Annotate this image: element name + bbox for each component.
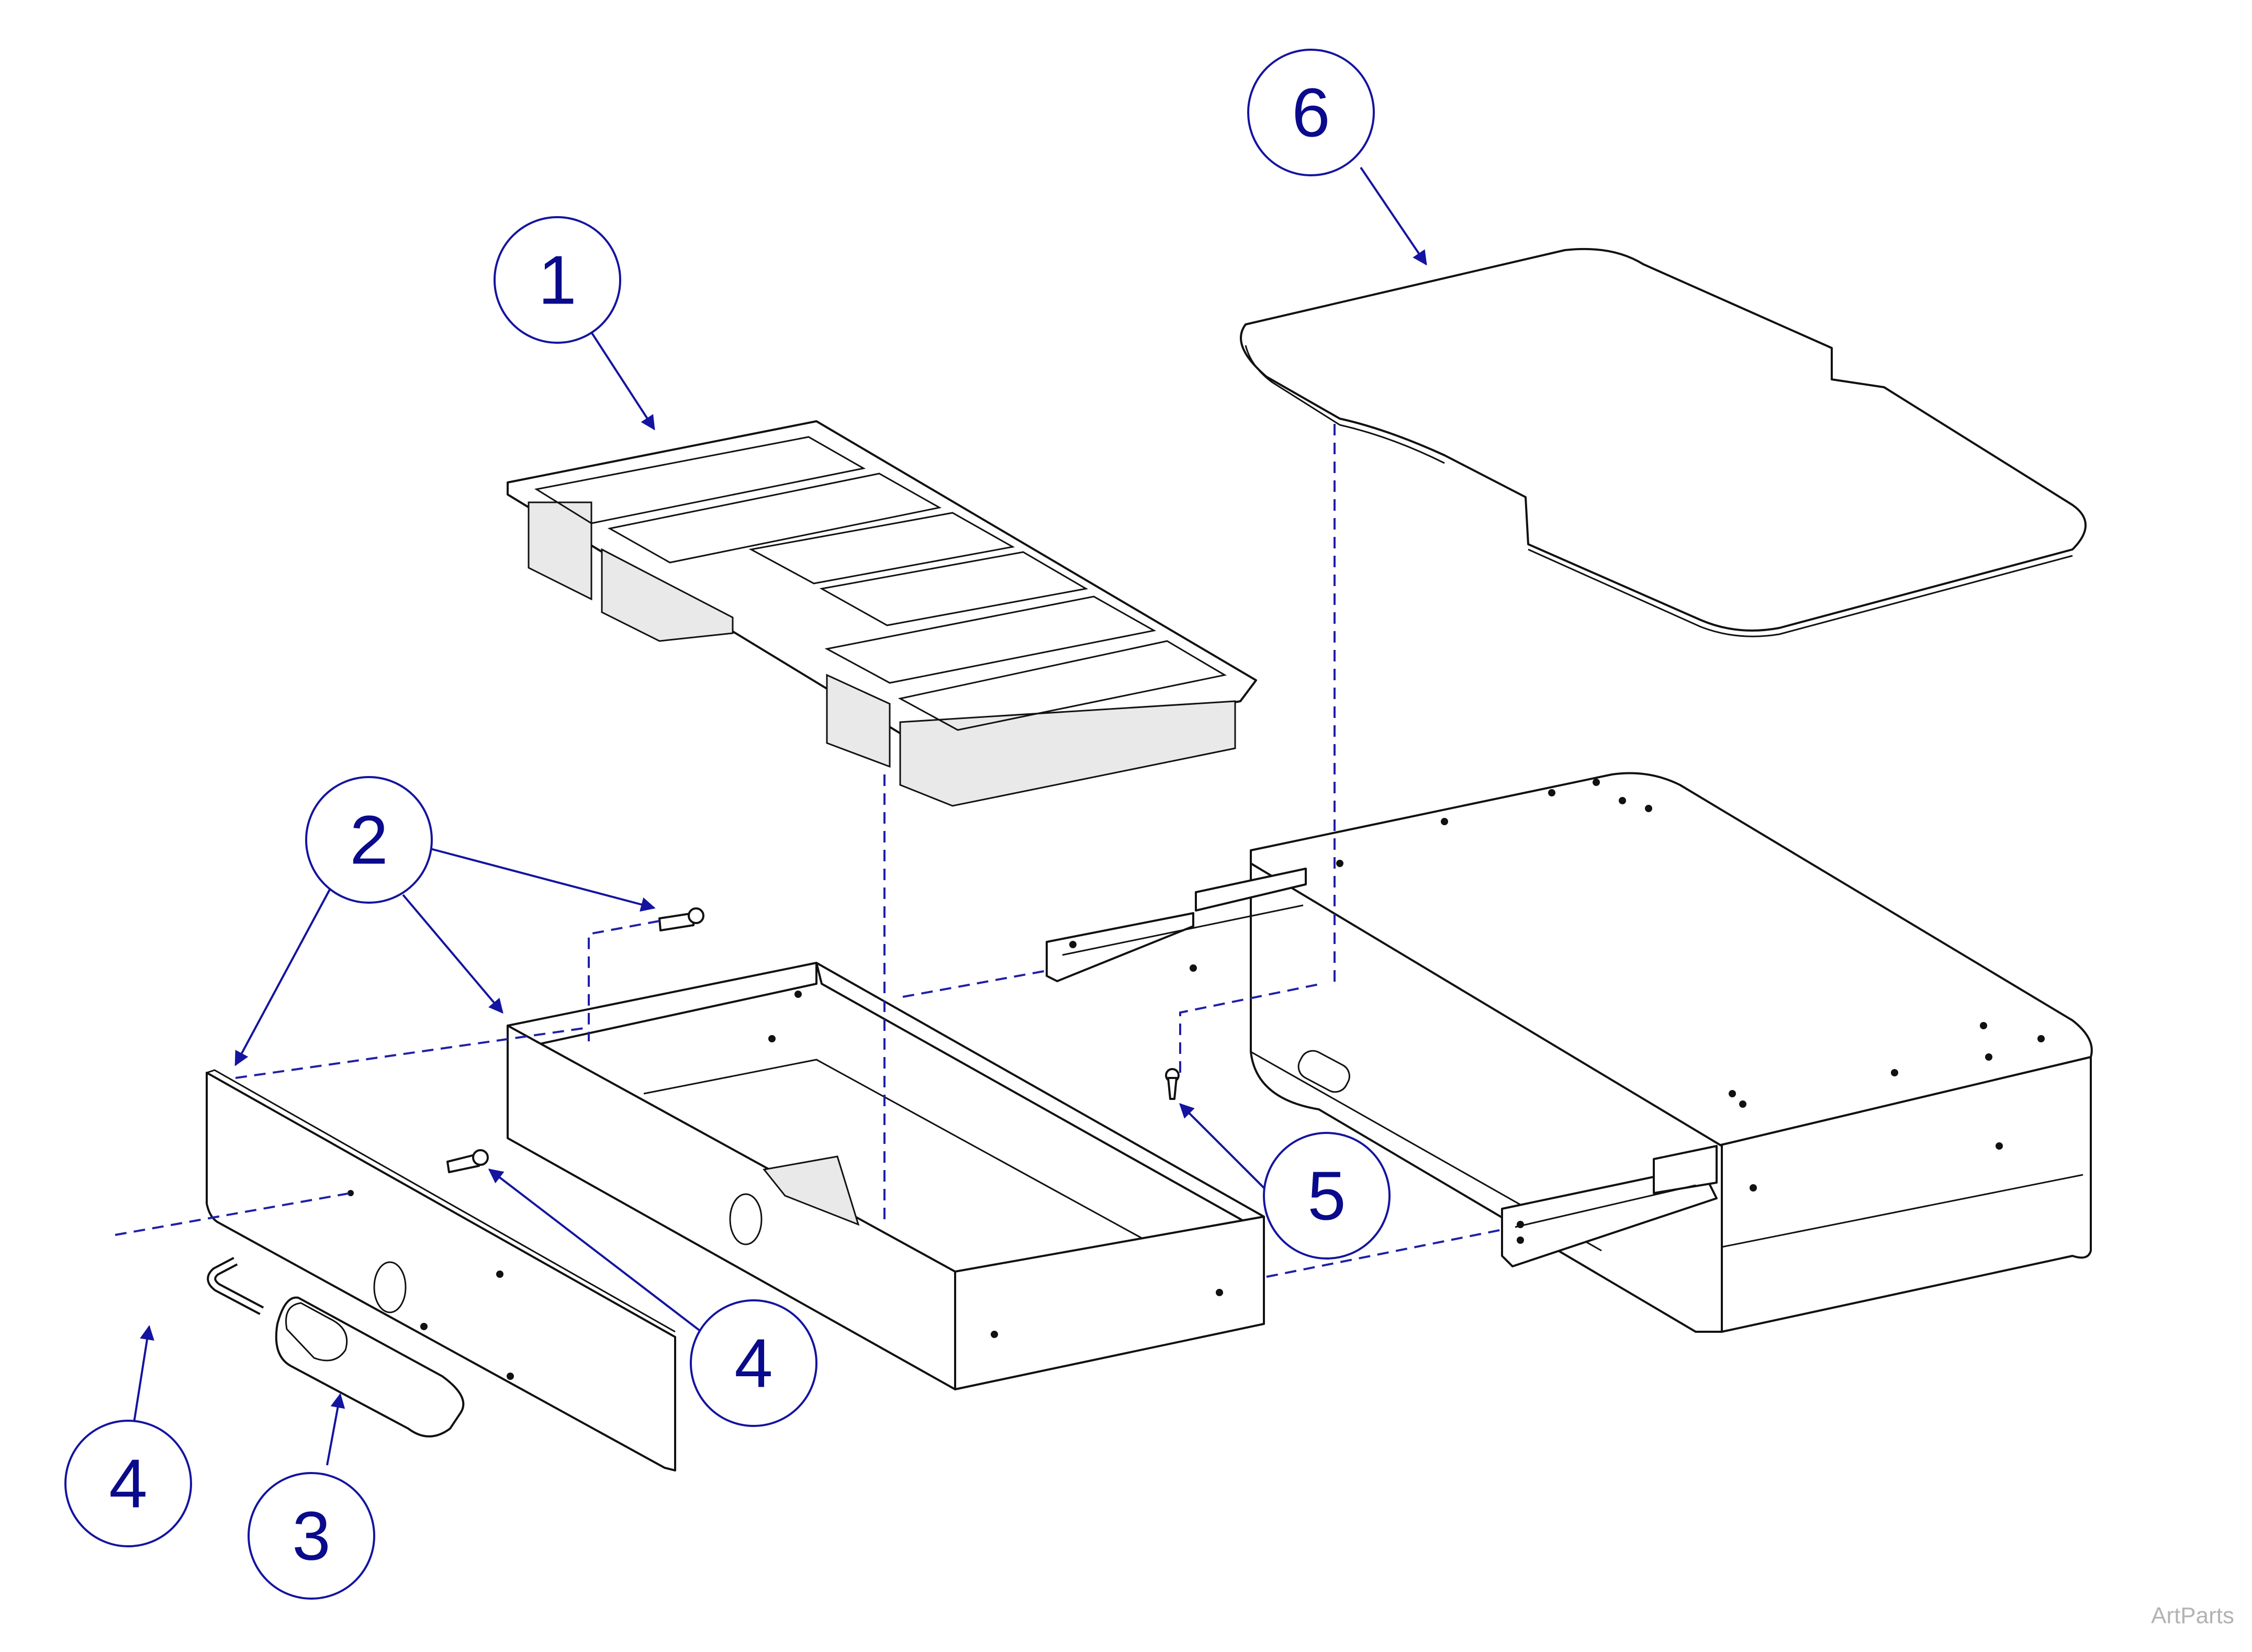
watermark-text: ArtParts: [2151, 1603, 2234, 1628]
callout-4-center-label: 4: [734, 1325, 772, 1402]
screw-part-2: [658, 907, 704, 931]
callout-3: 3: [248, 1472, 375, 1600]
callout-4-center: 4: [690, 1299, 817, 1427]
callout-4-left-label: 4: [109, 1445, 147, 1522]
part-1-organizer-tray: [507, 420, 1257, 807]
callout-4-left: 4: [64, 1420, 192, 1547]
alignment-lines: [115, 424, 1503, 1278]
screw-part-5: [1165, 1068, 1180, 1100]
part-4-rod: [207, 1257, 264, 1315]
callout-1-label: 1: [538, 242, 576, 319]
callout-6: 6: [1247, 49, 1375, 176]
lower-slide-rail: [1501, 1145, 1718, 1267]
upper-slide-rail: [1046, 868, 1307, 982]
callout-2-label: 2: [350, 802, 388, 879]
part-6-cover-lid: [1240, 248, 2087, 637]
part-3-handle-pull: [275, 1296, 465, 1437]
callout-5: 5: [1263, 1132, 1391, 1260]
callout-5-label: 5: [1307, 1157, 1346, 1234]
callout-1: 1: [494, 216, 621, 344]
callout-6-label: 6: [1292, 74, 1330, 151]
screw-part-4: [446, 1149, 489, 1173]
drawer-housing: [1250, 772, 2093, 1333]
callout-3-label: 3: [292, 1498, 330, 1575]
callout-2: 2: [305, 776, 433, 904]
leader-lines: [132, 166, 1427, 1466]
part-2-drawer-box: [507, 962, 1265, 1390]
